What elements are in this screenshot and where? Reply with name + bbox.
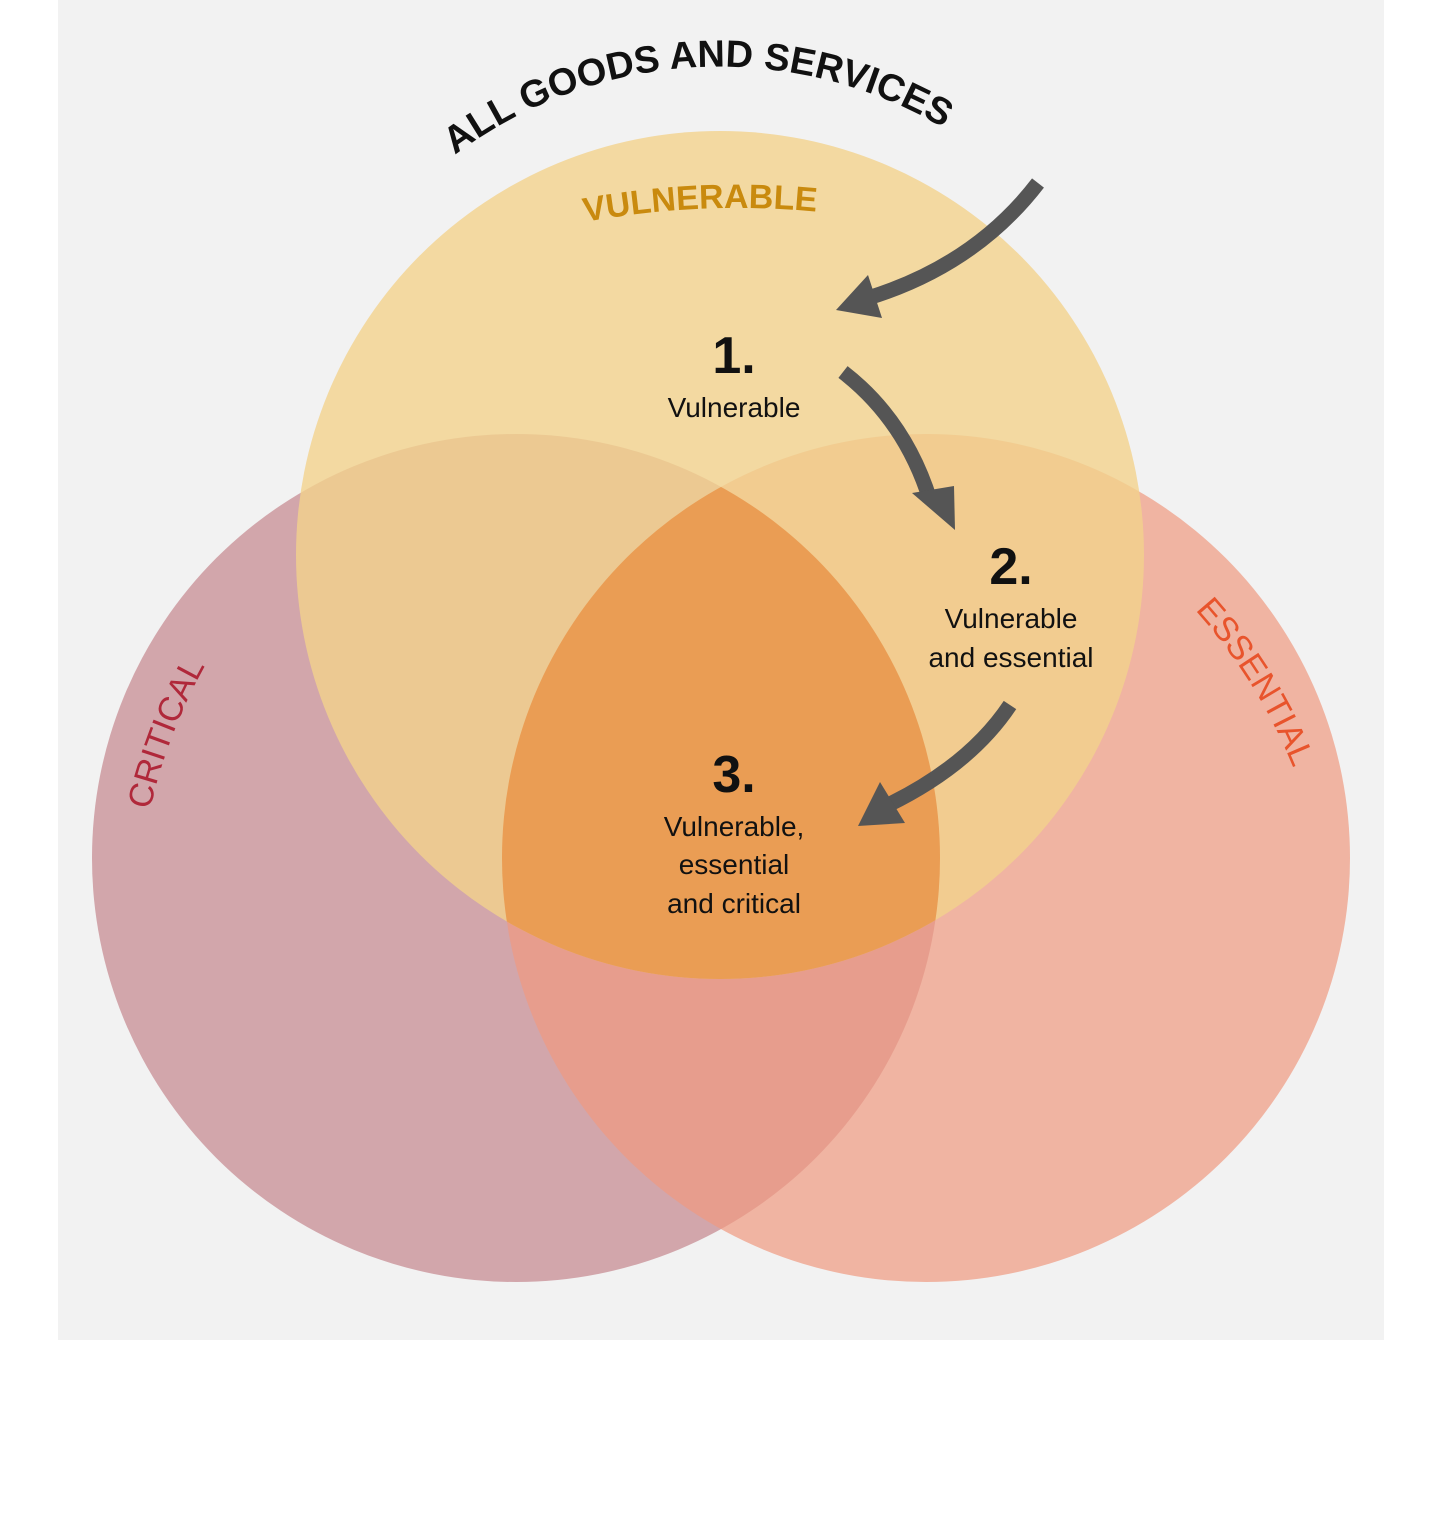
arrow-into-vulnerable <box>836 178 1044 318</box>
arrow-to-essential <box>838 366 955 530</box>
step-3-line-2: essential <box>679 849 790 880</box>
step-3-line-1: Vulnerable, <box>664 811 805 842</box>
triple-overlap-region <box>502 434 940 979</box>
arrow-to-critical <box>858 700 1017 826</box>
step-1-line-1: Vulnerable <box>668 392 801 423</box>
step-3-number: 3. <box>712 746 755 804</box>
step-3-line-3: and critical <box>667 888 801 919</box>
step-2-line-1: Vulnerable <box>945 603 1078 634</box>
step-1-number: 1. <box>712 327 755 385</box>
step-2-number: 2. <box>989 538 1032 596</box>
step-2-line-2: and essential <box>928 642 1093 673</box>
